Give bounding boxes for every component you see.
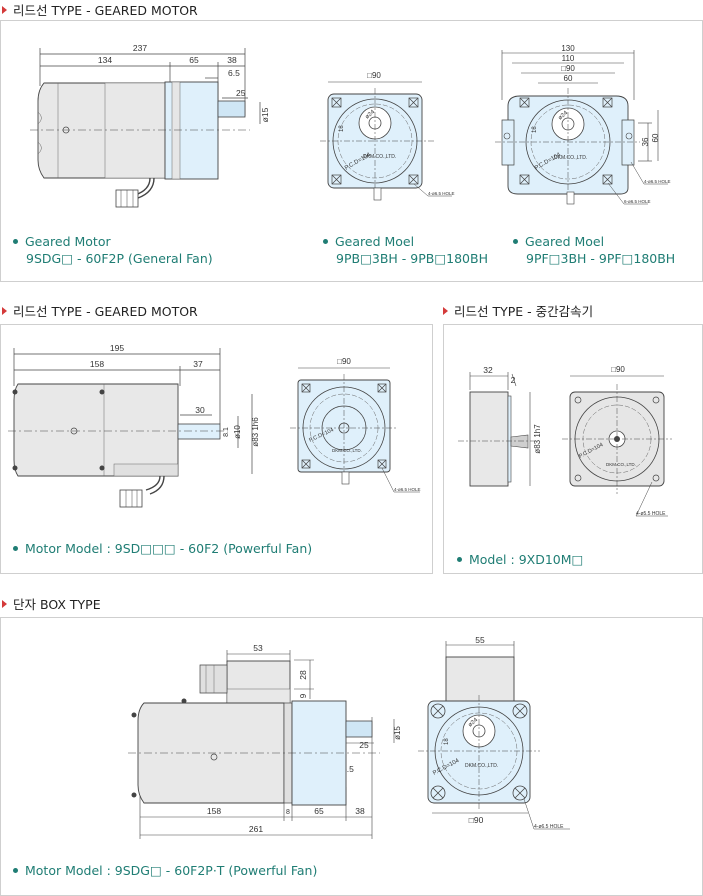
dim-square-label: □90: [337, 357, 351, 366]
hole-note-2-label: 6-ø6.5 HOLE: [624, 199, 651, 204]
caption-geared-moel-pb: Geared Moel 9PB□3BH - 9PB□180BH: [323, 233, 488, 267]
dim-square-label: □90: [611, 365, 625, 374]
caption-geared-moel-pf: Geared Moel 9PF□3BH - 9PF□180BH: [513, 233, 675, 267]
dim-shaft-label: 38: [355, 806, 365, 816]
dim-gear-label: 65: [314, 806, 324, 816]
dim-dia-label: ø15: [393, 726, 402, 740]
drawing-side-view-4: 195 158 37 30 8.1 ø10 ø83 1h6: [8, 343, 260, 508]
arrow-right-icon: [2, 5, 7, 14]
dim-box-label: 53: [253, 643, 263, 653]
section-title-2: 리드선 TYPE - GEARED MOTOR: [2, 301, 198, 320]
bullet-icon: [13, 868, 18, 873]
dim-center-label: ø24: [467, 717, 479, 729]
arrow-right-icon: [443, 306, 448, 315]
dim-box-label: 55: [475, 635, 485, 645]
caption-motor-model-terminal: Motor Model : 9SDG□ - 60F2P·T (Powerful …: [13, 862, 317, 879]
dim-key-label: 30: [195, 405, 205, 415]
dim-dia-label: ø10: [233, 425, 242, 439]
drawing-front-view-3: 130 110 □90 60 36 60 P.C.D=104 18 ø24 DK…: [495, 44, 671, 205]
dim-center-label: ø24: [557, 110, 569, 122]
dim-gear-label: 65: [189, 55, 199, 65]
dim-overall-label: 237: [133, 43, 147, 53]
hole-note-label: 4-ø5.5 HOLE: [636, 511, 666, 517]
dim-dia-label: ø15: [260, 107, 270, 122]
brand-label: DKM.CO.,LTD.: [332, 448, 362, 453]
arrow-right-icon: [2, 599, 7, 608]
hole-note-label: 4-ø6.5 HOLE: [394, 487, 421, 492]
brand-label: DKM.CO.,LTD.: [363, 154, 396, 160]
bullet-icon: [13, 239, 18, 244]
hole-note-label: 4-ø6.5 HOLE: [428, 191, 455, 196]
dim-box-height-label: 28: [298, 670, 308, 680]
brand-label: DKM.CO.,LTD.: [554, 155, 587, 161]
brand-label: DKM.CO.,LTD.: [465, 763, 498, 769]
panel-terminal-box: [0, 617, 703, 896]
bullet-icon: [513, 239, 518, 244]
dim-body-label: 158: [90, 359, 104, 369]
dim-overall-label: 261: [249, 824, 263, 834]
dim-square-label: □90: [367, 71, 381, 80]
dim-flange-label: 6.5: [228, 68, 240, 78]
section-title-1: 리드선 TYPE - GEARED MOTOR: [2, 0, 198, 19]
dim-key-label: 18: [444, 738, 450, 745]
bullet-icon: [457, 557, 462, 562]
dim-overall-label: 195: [110, 343, 124, 353]
dim-square-label: □90: [469, 815, 484, 825]
dim-width-label: 32: [483, 365, 493, 375]
hole-note-label: 4-ø6.5 HOLE: [534, 824, 564, 830]
section-title-4: 단자 BOX TYPE: [2, 594, 101, 613]
dim-key-label: 25: [236, 88, 246, 98]
drawing-reducer-front-view: □90 P.C.D=104 DKM.CO.,LTD. 4-ø5.5 HOLE: [562, 365, 672, 517]
dim-w4-label: 60: [564, 74, 573, 83]
caption-model-xd: Model : 9XD10M□: [457, 551, 583, 568]
arrow-right-icon: [2, 306, 7, 315]
dim-w1-label: 130: [561, 44, 575, 53]
dim-f-label: 8: [286, 809, 290, 816]
section-title-3: 리드선 TYPE - 중간감속기: [443, 301, 593, 320]
dim-shaft-label: 38: [227, 55, 237, 65]
dim-w2-label: 110: [562, 54, 575, 63]
dim-h2-label: 60: [651, 133, 660, 142]
dim-w3-label: □90: [561, 64, 575, 73]
dim-flange-label: 8.1: [223, 427, 230, 437]
dim-key-label: 18: [532, 126, 538, 133]
drawing-reducer-side-view: 32 2 ø83 1h7: [458, 365, 542, 487]
dim-key-label: 18: [339, 125, 345, 132]
dim-dia2-label: ø83 1h6: [251, 417, 260, 447]
caption-geared-motor-1: Geared Motor 9SDG□ - 60F2P (General Fan): [13, 233, 213, 267]
hole-note-1-label: 4-ø6.5 HOLE: [644, 179, 671, 184]
dim-gap-label: 2: [511, 375, 516, 385]
dim-center-label: ø24: [364, 109, 376, 121]
dim-flange-label: 6.5: [342, 764, 354, 774]
drawing-front-view-2: □90 P.C.D=104 18 ø24 DKM.CO.,LTD. 4-ø6.5…: [320, 71, 455, 201]
caption-motor-model-powerful: Motor Model : 9SD□□□ - 60F2 (Powerful Fa…: [13, 540, 312, 557]
dim-dia-label: ø83 1h7: [533, 424, 542, 454]
drawing-terminal-box-front-view: 55 □90 P.C.D=104 18 ø24 DKM.CO.,LTD. 4-ø…: [418, 635, 570, 830]
drawing-front-view-5: □90 P.C.D=104 DKM.CO.,LTD. 4-ø6.5 HOLE: [290, 357, 421, 493]
dim-body-label: 134: [98, 55, 112, 65]
dim-key-label: 25: [359, 740, 369, 750]
dim-h1-label: 36: [641, 137, 650, 146]
drawing-terminal-box-side-view: 53 28 9 25 ø15 6.5 158 8 65 38 261: [128, 643, 402, 839]
dim-body-label: 158: [207, 806, 221, 816]
brand-label: DKM.CO.,LTD.: [606, 462, 636, 467]
bullet-icon: [323, 239, 328, 244]
bullet-icon: [13, 546, 18, 551]
drawing-side-view-1: 237 134 65 38 6.5 25 ø15: [30, 43, 270, 208]
dim-shaft-label: 37: [193, 359, 203, 369]
dim-gap-label: 9: [299, 693, 308, 698]
